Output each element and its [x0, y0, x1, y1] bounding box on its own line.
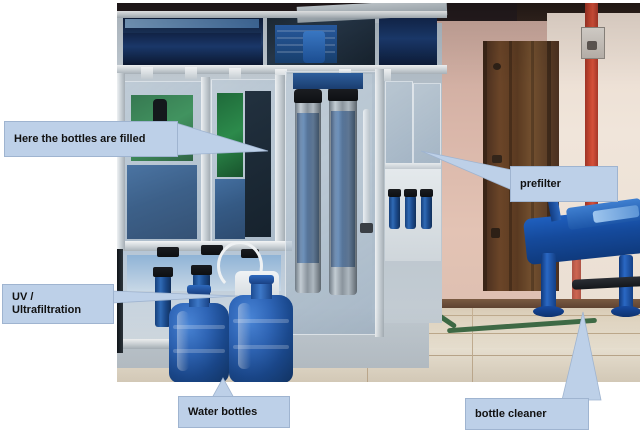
uv-lamp-base — [360, 223, 373, 233]
callout-prefilter-label: prefilter — [520, 177, 561, 190]
membrane-vessel-1-blue-sleeve — [297, 113, 319, 263]
callout-bottles-filled[interactable]: Here the bottles are filled — [4, 121, 178, 157]
cabinet-latch-1 — [141, 67, 153, 79]
tall-bay-right-post — [375, 69, 384, 337]
callout-water-bottles[interactable]: Water bottles — [178, 396, 290, 428]
uv-filter-housing-1-cap — [153, 267, 173, 277]
blue-jar-on-shelf — [303, 31, 325, 63]
door-hinge-top — [493, 63, 501, 70]
callout-bottle-cleaner-label: bottle cleaner — [475, 407, 547, 420]
uv-lamp-tube — [363, 109, 370, 225]
callout-uv-ultrafiltration-label: UV / Ultrafiltration — [12, 291, 82, 316]
bottle-cleaner-leg-left — [541, 253, 556, 313]
membrane-vessel-2-cap — [328, 87, 358, 101]
blue-panel-behind-middle-door — [215, 179, 245, 239]
bottle-cleaner-foot-left — [533, 306, 564, 317]
water-bottle-left-cap — [187, 285, 211, 294]
callout-bottles-filled-label: Here the bottles are filled — [14, 132, 146, 145]
uv-manifold-block-2 — [201, 245, 223, 255]
prefilter-housing-2 — [405, 195, 416, 229]
water-bottle-right-neck — [251, 281, 272, 299]
callout-uv-ultrafiltration[interactable]: UV / Ultrafiltration — [2, 284, 114, 324]
water-bottle-right-cap — [249, 275, 274, 284]
water-bottle-left — [169, 303, 229, 382]
filling-nozzle-head — [153, 99, 167, 125]
cabinet-latch-2 — [185, 67, 197, 79]
callout-water-bottles-label: Water bottles — [188, 405, 258, 418]
uv-manifold-block-1 — [157, 247, 179, 257]
membrane-vessel-2-blue-sleeve — [331, 111, 355, 267]
right-bay-mid-rail — [385, 163, 441, 171]
bottle-cleaner-foot-right — [611, 306, 640, 317]
water-bottle-right — [229, 295, 293, 382]
prefilter-housing-3 — [421, 195, 432, 229]
callout-bottle-cleaner[interactable]: bottle cleaner — [465, 398, 589, 430]
glass-door-small-1 — [385, 81, 413, 167]
cabinet-left-post — [117, 73, 125, 253]
cabinet-rail-crown — [117, 11, 447, 18]
top-tank-left-highlight — [125, 19, 259, 28]
floor-skirting — [417, 299, 640, 308]
white-hose-loop — [217, 241, 263, 291]
prefilter-housing-1-cap — [388, 189, 401, 197]
cabinet-latch-3 — [229, 68, 241, 80]
prefilter-housing-2-cap — [404, 189, 417, 197]
tile-grout-vert-1 — [472, 308, 473, 382]
top-tank-right — [379, 17, 437, 65]
dark-panel-middle-door — [245, 91, 271, 237]
callout-prefilter[interactable]: prefilter — [510, 166, 618, 202]
red-pipe-lower — [572, 233, 581, 313]
door-divider-rail-1 — [201, 77, 210, 245]
tile-grout-line-3 — [297, 315, 640, 316]
prefilter-housing-1 — [389, 195, 400, 229]
prefilter-housing-3-cap — [420, 189, 433, 197]
top-tank-left-body — [123, 33, 261, 63]
blue-panel-behind-left-door — [127, 165, 197, 239]
uv-filter-housing-2-cap — [191, 265, 212, 275]
membrane-vessel-1-cap — [294, 89, 322, 103]
vessel-top-manifold — [293, 73, 363, 89]
door-hinge-bottom — [491, 228, 500, 238]
wall-mounted-box — [581, 27, 605, 59]
door-divider-rail-2 — [275, 75, 285, 247]
